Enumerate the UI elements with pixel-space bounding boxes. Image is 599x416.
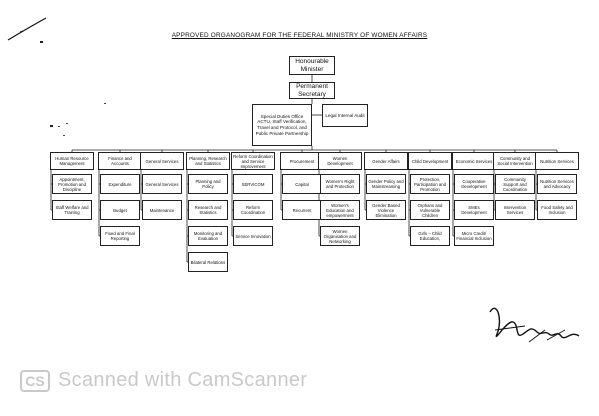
unit-box: Staff Welfare and Training — [52, 200, 92, 220]
department-label: Women Development — [327, 156, 353, 166]
unit-label: Planning and Policy — [195, 179, 221, 189]
unit-label: Research and Statistics — [194, 205, 222, 215]
unit-label: SERVICOM — [241, 181, 265, 187]
department-box: Child Development — [408, 152, 452, 170]
unit-box: Cooperative Development — [454, 174, 494, 194]
unit-label: Expenditure — [108, 181, 132, 187]
unit-label: Women's Right and Protection — [325, 179, 355, 189]
department-label: Procurement — [289, 158, 315, 164]
unit-box: Recurrent — [282, 200, 322, 220]
unit-label: Recurrent — [292, 207, 312, 213]
department-box: Gender Affairs — [364, 152, 408, 170]
unit-label: General Services — [145, 181, 179, 187]
department-box: General Services — [140, 152, 184, 170]
unit-label: Gender Policy and Mainstreaming — [368, 179, 404, 189]
unit-box: Gender Policy and Mainstreaming — [366, 174, 406, 194]
unit-label: Women's Education and empowerment — [326, 202, 354, 218]
unit-box: Community Support and Coordination — [495, 174, 535, 194]
department-label: Gender Affairs — [372, 158, 400, 164]
unit-label: Budget — [113, 207, 127, 213]
department-label: Child Development — [411, 158, 449, 164]
department-box: Reform Coordination and Service Improvem… — [231, 152, 275, 170]
department-box: Nutrition Services — [535, 152, 579, 170]
unit-box: Women Organisation and Networking — [320, 226, 360, 246]
department-label: Nutrition Services — [540, 158, 574, 164]
watermark-text: Scanned with CamScanner — [58, 369, 308, 391]
unit-box: General Services — [142, 174, 182, 194]
department-box: Human Resource Management — [50, 152, 94, 170]
department-label: Human Resource Management — [55, 156, 89, 166]
unit-box: Nutrition Services and Advocacy — [537, 174, 577, 194]
camscanner-watermark: CS Scanned with CamScanner — [20, 369, 307, 392]
unit-box: Women's Education and empowerment — [320, 200, 360, 220]
unit-box: Orphans and Vulnerable Children — [410, 200, 450, 220]
unit-box: Food Safety and Inclusion — [537, 200, 577, 220]
unit-box: Fixed and Final Reporting — [100, 226, 140, 246]
unit-label: Capital — [295, 181, 309, 187]
unit-box: Girls – Child Education, — [410, 226, 450, 246]
unit-box: Capital — [282, 174, 322, 194]
unit-label: SMEs Development — [461, 205, 487, 215]
department-box: Women Development — [318, 152, 362, 170]
special-duties-box: Special Duties Office ACTU, Staff Verifi… — [252, 104, 312, 146]
unit-label: Staff Welfare and Training — [55, 205, 89, 215]
department-box: Community and Social Intervention — [493, 152, 537, 170]
unit-label: Orphans and Vulnerable Children — [417, 202, 443, 218]
unit-box: Intervention Services — [495, 200, 535, 220]
unit-box: Planning and Policy — [188, 174, 228, 194]
unit-label: Intervention Services — [503, 205, 527, 215]
unit-label: Food Safety and Inclusion — [541, 205, 573, 215]
unit-label: Service Innovation — [235, 233, 271, 239]
unit-box: Service Innovation — [233, 226, 273, 246]
unit-label: Gender Based Violence Elimination — [372, 202, 400, 218]
department-label: Finance and Accounts — [108, 156, 132, 166]
department-box: Economic Services — [452, 152, 496, 170]
unit-box: Women's Right and Protection — [320, 174, 360, 194]
unit-box: Appointment, Promotion and Discipline — [52, 174, 92, 194]
permanent-secretary-box: Permanent Secretary — [289, 82, 335, 99]
unit-box: Budget — [100, 200, 140, 220]
unit-label: Protection, Participation and Promotion — [413, 176, 446, 192]
unit-label: Nutrition Services and Advocacy — [540, 179, 574, 189]
signature-icon — [489, 307, 580, 343]
unit-box: Gender Based Violence Elimination — [366, 200, 406, 220]
unit-label: Reform Coordination — [240, 205, 266, 215]
unit-box: Maintenance — [142, 200, 182, 220]
unit-label: Girls – Child Education, — [418, 231, 442, 241]
unit-box: Bilateral Relations — [188, 252, 228, 272]
department-label: Economic Services — [455, 158, 493, 164]
unit-box: Expenditure — [100, 174, 140, 194]
minister-box: Honourable Minister — [289, 56, 335, 75]
department-box: Planning, Research and Statistics — [186, 152, 230, 170]
unit-label: Maintenance — [149, 207, 175, 213]
unit-label: Micro Credit/ Financial Inclusion — [456, 231, 492, 241]
unit-box: SERVICOM — [233, 174, 273, 194]
page-title: APPROVED ORGANOGRAM FOR THE FEDERAL MINI… — [171, 32, 428, 39]
unit-label: Fixed and Final Reporting — [105, 231, 135, 241]
unit-label: Bilateral Relations — [190, 259, 226, 265]
unit-box: Protection, Participation and Promotion — [410, 174, 450, 194]
unit-box: Reform Coordination — [233, 200, 273, 220]
department-label: Community and Social Intervention — [497, 156, 533, 166]
unit-label: Community Support and Coordination — [502, 176, 528, 192]
unit-label: Women Organisation and Networking — [323, 228, 357, 244]
camscanner-logo-icon: CS — [20, 369, 50, 392]
unit-label: Appointment, Promotion and Discipline — [58, 176, 86, 192]
unit-box: Research and Statistics — [188, 200, 228, 220]
department-label: General Services — [145, 158, 179, 164]
unit-label: Monitoring and Evaluation — [193, 231, 223, 241]
department-label: Reform Coordination and Service Improvem… — [233, 153, 273, 169]
department-box: Finance and Accounts — [98, 152, 142, 170]
legal-audit-box: Legal Internal Audit — [322, 104, 368, 127]
unit-label: Cooperative Development — [461, 179, 487, 189]
unit-box: Micro Credit/ Financial Inclusion — [454, 226, 494, 246]
unit-box: Monitoring and Evaluation — [188, 226, 228, 246]
department-label: Planning, Research and Statistics — [189, 156, 227, 166]
unit-box: SMEs Development — [454, 200, 494, 220]
